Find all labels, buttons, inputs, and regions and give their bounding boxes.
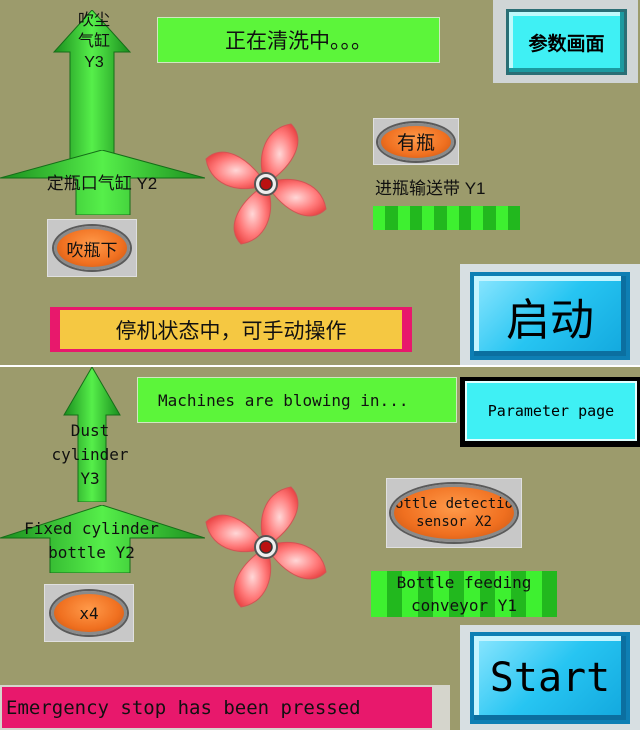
emergency-stop-inner: Emergency stop has been pressed: [2, 687, 432, 728]
chinese-hmi-panel: 正在清洗中。。。 参数画面 吹尘气缸Y3 定瓶口气缸 Y2 吹瓶下: [0, 0, 640, 365]
blow-bottle-button[interactable]: 吹瓶下: [54, 226, 130, 270]
bottle-present-lamp-frame: 有瓶: [373, 118, 459, 165]
fixed-cylinder-label: 定瓶口气缸 Y2: [46, 174, 158, 193]
parameter-page-button[interactable]: Parameter page: [465, 381, 637, 441]
start-label: Start: [489, 655, 611, 701]
dust-cylinder-label: Dust cylinder Y3: [51, 421, 129, 488]
indicator-lamp-icon: Bottle detection sensor X2: [391, 484, 517, 542]
cleaning-status-text: Machines are blowing in...: [158, 390, 409, 410]
parameter-page-button[interactable]: 参数画面: [506, 9, 627, 75]
cleaning-status-text: 正在清洗中。。。: [225, 30, 372, 53]
bottle-detection-lamp-frame: Bottle detection sensor X2: [386, 478, 522, 548]
up-arrow-icon: [0, 150, 205, 215]
dust-cylinder-label: 吹尘气缸Y3: [78, 12, 111, 71]
emergency-stop-message: Emergency stop has been pressed: [0, 685, 450, 730]
blow-bottle-label: 吹瓶下: [66, 240, 118, 260]
up-arrow-icon: [63, 367, 121, 502]
bottle-detection-label-line2: sensor X2: [416, 514, 492, 530]
up-arrow-icon: [0, 505, 205, 573]
x4-button[interactable]: x4: [51, 591, 127, 635]
emergency-stop-text: Emergency stop has been pressed: [6, 696, 361, 719]
panel-separator: [0, 365, 640, 367]
bottle-detection-label-line1: Bottle detection: [391, 496, 517, 512]
bottle-present-label: 有瓶: [396, 133, 435, 154]
x4-button-frame: x4: [44, 584, 134, 642]
fan-icon: [205, 486, 327, 608]
conveyor-label: 进瓶输送带 Y1: [375, 179, 486, 198]
cleaning-status-bar: Machines are blowing in...: [137, 377, 457, 423]
start-button[interactable]: Start: [470, 632, 630, 724]
conveyor-label: Bottle feeding conveyor Y1: [396, 573, 532, 615]
fixed-cylinder-label: Fixed cylinder bottle Y2: [24, 519, 159, 562]
blow-bottle-button-frame: 吹瓶下: [47, 219, 137, 277]
cleaning-status-bar: 正在清洗中。。。: [157, 17, 440, 63]
parameter-page-label: 参数画面: [528, 33, 605, 55]
x4-label: x4: [79, 603, 99, 623]
machine-state-text: 停机状态中，可手动操作: [115, 319, 347, 343]
feed-conveyor: [371, 571, 557, 617]
indicator-lamp-icon: 有瓶: [378, 122, 454, 161]
english-hmi-panel: Machines are blowing in... Parameter pag…: [0, 367, 640, 730]
feed-conveyor: [373, 206, 520, 230]
parameter-page-label: Parameter page: [487, 402, 615, 420]
fan-icon: [205, 123, 327, 245]
start-label: 启动: [506, 296, 594, 345]
up-arrow-icon: [52, 10, 132, 165]
machine-state-message: 停机状态中，可手动操作: [50, 307, 412, 352]
machine-state-inner: 停机状态中，可手动操作: [60, 310, 402, 349]
start-button[interactable]: 启动: [470, 272, 630, 360]
